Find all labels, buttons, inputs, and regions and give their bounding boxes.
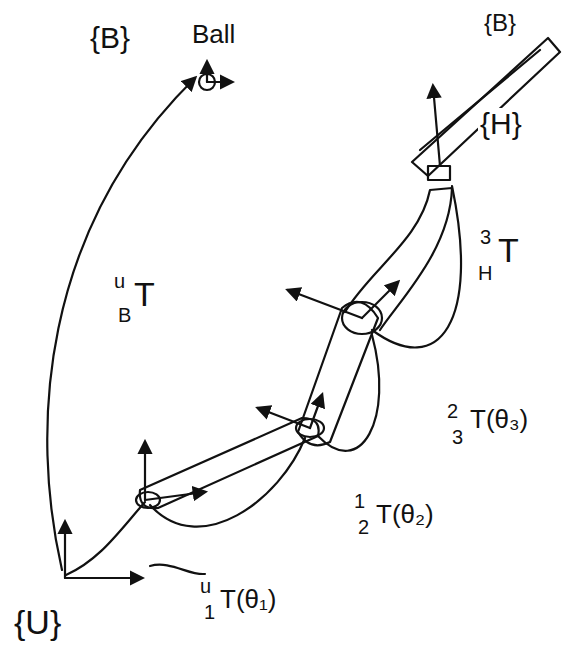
bat-symbol (420, 50, 540, 150)
leader-line (150, 565, 205, 575)
transform-superscript: u (198, 575, 213, 597)
bat-symbol (412, 38, 560, 176)
base-link (66, 502, 145, 575)
frame-axis (64, 522, 66, 578)
frame-axis (206, 62, 208, 82)
frame-label: {U} (12, 604, 63, 640)
frame-axis (65, 577, 142, 579)
frame-axis (433, 86, 440, 166)
transform-bracket (318, 335, 379, 451)
frame-axis (310, 395, 322, 428)
transform-subscript: H (476, 262, 494, 284)
arm-link (298, 302, 378, 445)
transform-symbol: T(θ₃) (468, 405, 530, 433)
transform-subscript: B (116, 304, 133, 326)
frame-axis (207, 81, 232, 83)
transform-superscript: 2 (445, 400, 460, 422)
transform-subscript: 3 (450, 426, 465, 448)
transform-symbol: T (496, 232, 521, 268)
transform-subscript: 2 (356, 516, 371, 538)
transform-superscript: 3 (478, 226, 493, 248)
ball-label: Ball (190, 20, 237, 48)
transform-bracket (150, 438, 305, 527)
transform-bracket (372, 186, 461, 347)
frame-label: {B} (482, 10, 518, 36)
frame-label: {B} (88, 22, 132, 54)
arm-link (345, 188, 452, 330)
transform-superscript: 1 (352, 490, 367, 512)
transform-symbol: T (132, 276, 157, 312)
transform-subscript: 1 (202, 601, 217, 623)
transform-superscript: u (112, 270, 127, 292)
transform-symbol: T(θ₂) (374, 500, 436, 528)
transform-symbol: T(θ₁) (218, 585, 278, 613)
frame-label: {H} (478, 108, 524, 140)
